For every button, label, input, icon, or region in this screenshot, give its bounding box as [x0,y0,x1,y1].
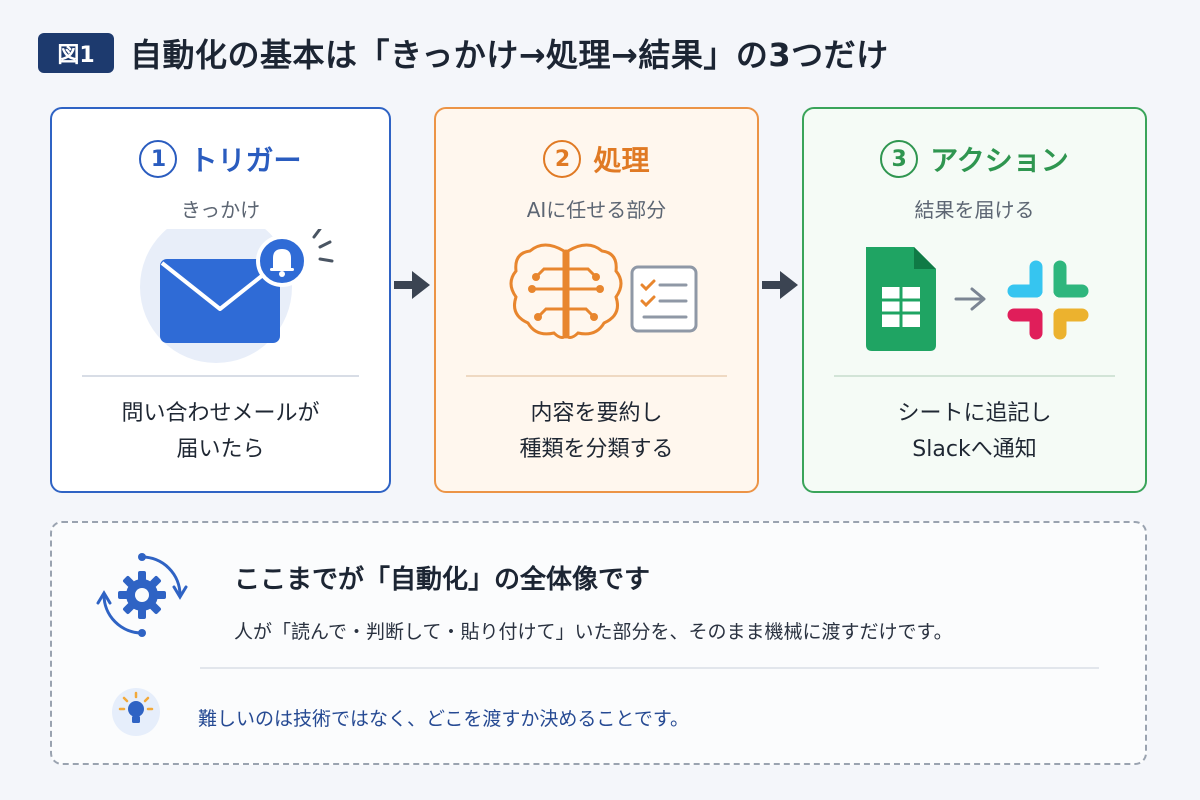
step-heading: 3 アクション [804,139,1145,179]
slack-icon [1007,260,1089,340]
checklist-icon [630,265,698,333]
page-title: 自動化の基本は「きっかけ→処理→結果」の3つだけ [130,36,889,74]
step-number-badge: 3 [880,140,919,178]
divider [834,375,1115,377]
step-illustration [804,229,1145,469]
step-description: 内容を要約し 種類を分類する [519,401,674,462]
step-card-action: 3 アクション 結果を届ける [802,107,1147,493]
summary-panel: ここまでが「自動化」の全体像です 人が「読んで・判断して・貼り付けて」いた部分を… [50,521,1147,765]
divider [466,375,727,377]
mail-icon [140,211,334,363]
step-title: トリガー [189,144,302,177]
step-description: シートに追記し Slackへ通知 [897,401,1052,462]
divider [200,667,1099,669]
step-heading: 2 処理 [436,139,757,179]
gear-cycle-icon [96,553,188,637]
tip-text: 難しいのは技術ではなく、どこを渡すか決めることです。 [198,708,689,730]
brain-circuit-icon [509,243,623,339]
step-card-process: 2 処理 AIに任せる部分 [434,107,759,493]
lightbulb-icon [112,688,160,736]
arrow-right-icon [954,287,986,311]
divider [82,375,359,377]
step-card-trigger: 1 トリガー きっかけ 問い合わせメールが 届いたら [50,107,391,493]
step-subtitle: きっかけ [180,198,261,222]
summary-heading: ここまでが「自動化」の全体像です [234,565,651,595]
step-title: 処理 [593,144,650,177]
step-subtitle: AIに任せる部分 [526,198,667,222]
flow-arrow-icon [762,271,798,299]
step-number-badge: 2 [543,140,582,178]
spreadsheet-icon [866,247,936,351]
figure-badge: 図1 [38,33,114,73]
step-description: 問い合わせメールが 届いたら [121,401,320,462]
flow-arrow-icon [394,271,430,299]
bell-icon [256,235,308,287]
step-heading: 1 トリガー [52,139,389,179]
step-illustration [52,211,389,469]
step-title: アクション [930,144,1069,177]
step-illustration [436,229,757,469]
step-subtitle: 結果を届ける [914,198,1035,222]
step-number-badge: 1 [139,140,178,178]
summary-body: 人が「読んで・判断して・貼り付けて」いた部分を、そのまま機械に渡すだけです。 [234,621,953,643]
